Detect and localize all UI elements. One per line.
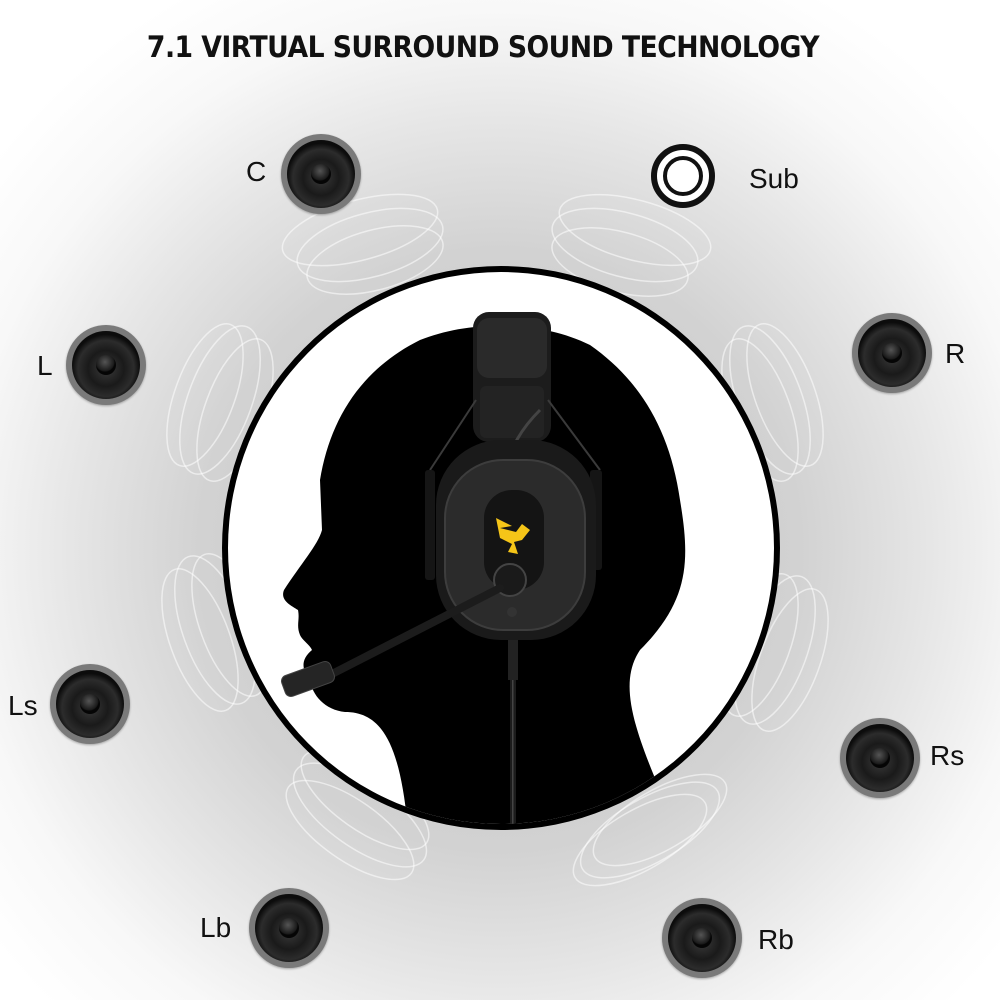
speaker-label-center: C xyxy=(246,156,267,187)
speaker-label-right-surround: Rs xyxy=(930,740,965,771)
speaker-icon xyxy=(287,140,355,208)
speaker-left-surround xyxy=(50,664,130,744)
speaker-label-left-surround: Ls xyxy=(8,690,38,721)
page-title: 7.1 VIRTUAL SURROUND SOUND TECHNOLOGY xyxy=(146,30,820,64)
headset-illustration xyxy=(222,266,780,830)
speaker-icon xyxy=(56,670,124,738)
speaker-right-surround xyxy=(840,718,920,798)
subwoofer-icon xyxy=(651,144,715,208)
speaker-label-right-back: Rb xyxy=(758,924,794,955)
speaker-label-left-back: Lb xyxy=(200,912,232,943)
speaker-icon xyxy=(858,319,926,387)
speaker-right xyxy=(852,313,932,393)
speaker-left-back xyxy=(249,888,329,968)
speaker-center xyxy=(281,134,361,214)
speaker-icon xyxy=(668,904,736,972)
speaker-icon xyxy=(72,331,140,399)
speaker-label-right: R xyxy=(945,338,966,369)
speaker-label-sub: Sub xyxy=(749,163,799,194)
speaker-right-back xyxy=(662,898,742,978)
speaker-label-left: L xyxy=(37,350,53,381)
speaker-icon xyxy=(846,724,914,792)
speaker-icon xyxy=(255,894,323,962)
head-silhouette-icon xyxy=(280,312,686,824)
speaker-left xyxy=(66,325,146,405)
